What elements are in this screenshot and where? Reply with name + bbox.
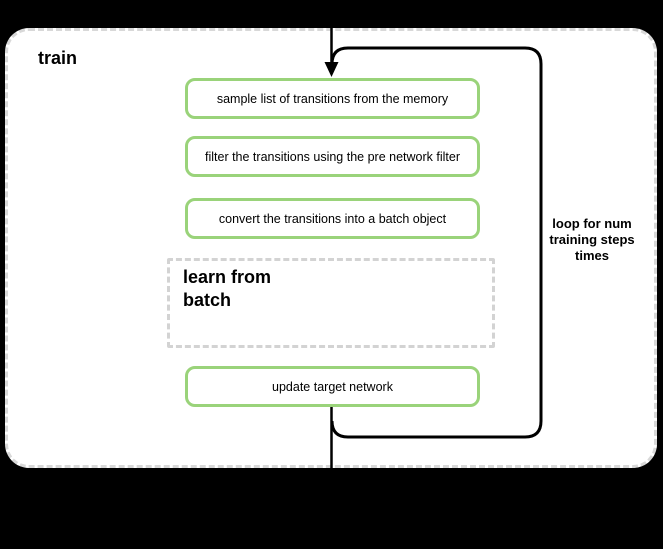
train-container-title: train <box>38 48 78 68</box>
step-update-target-network: update target network <box>185 366 480 407</box>
step-convert-to-batch: convert the transitions into a batch obj… <box>185 198 480 239</box>
step-filter-transitions: filter the transitions using the pre net… <box>185 136 480 177</box>
learn-from-batch-label: learn from batch <box>183 267 272 310</box>
step-convert-to-batch-label: convert the transitions into a batch obj… <box>218 211 447 226</box>
step-update-target-network-label: update target network <box>272 379 393 394</box>
step-sample-transitions-label: sample list of transitions from the memo… <box>216 91 449 106</box>
loop-annotation-label: loop for num training steps times <box>549 216 635 263</box>
step-filter-transitions-label: filter the transitions using the pre net… <box>205 149 460 164</box>
learn-from-batch-box <box>167 258 495 348</box>
step-sample-transitions: sample list of transitions from the memo… <box>185 78 480 119</box>
